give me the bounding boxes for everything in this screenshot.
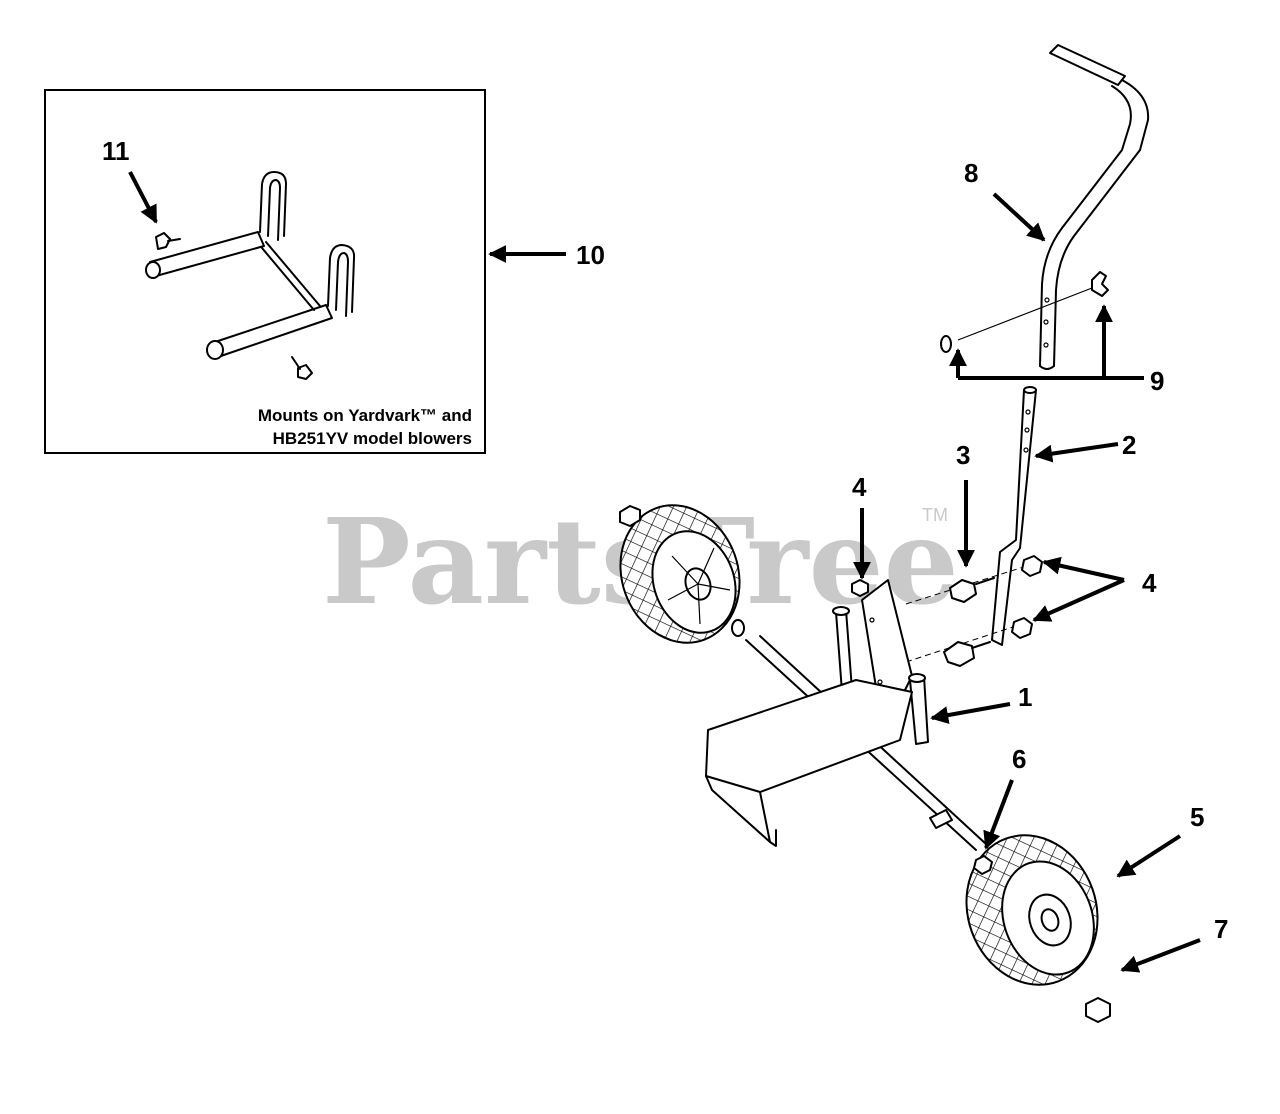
inset-note-line2: HB251YV model blowers: [273, 429, 472, 448]
callout-7: 7: [1214, 914, 1228, 944]
handle-tube-part: [991, 386, 1037, 646]
mounting-bracket: [145, 171, 356, 380]
bolts-and-nuts: [851, 555, 1043, 667]
callout-2: 2: [1122, 430, 1136, 460]
inset-note-line1: Mounts on Yardvark™ and: [258, 406, 472, 425]
watermark-tm: TM: [922, 505, 948, 525]
leader-arrows: [128, 171, 1201, 973]
left-wheel: [619, 504, 741, 644]
callout-11: 11: [102, 136, 130, 166]
callout-10: 10: [576, 240, 605, 270]
callout-4-right: 4: [1142, 568, 1157, 598]
callout-3: 3: [956, 440, 970, 470]
callout-1: 1: [1018, 682, 1032, 712]
callout-4-left: 4: [852, 472, 867, 502]
callout-6: 6: [1012, 744, 1026, 774]
frame-part: [705, 579, 987, 851]
callout-5: 5: [1190, 802, 1204, 832]
handle-part: [940, 44, 1150, 370]
callout-8: 8: [964, 158, 978, 188]
right-wheel: [965, 834, 1111, 1023]
inset-box: Mounts on Yardvark™ and HB251YV model bl…: [44, 89, 486, 454]
callout-9: 9: [1150, 366, 1164, 396]
